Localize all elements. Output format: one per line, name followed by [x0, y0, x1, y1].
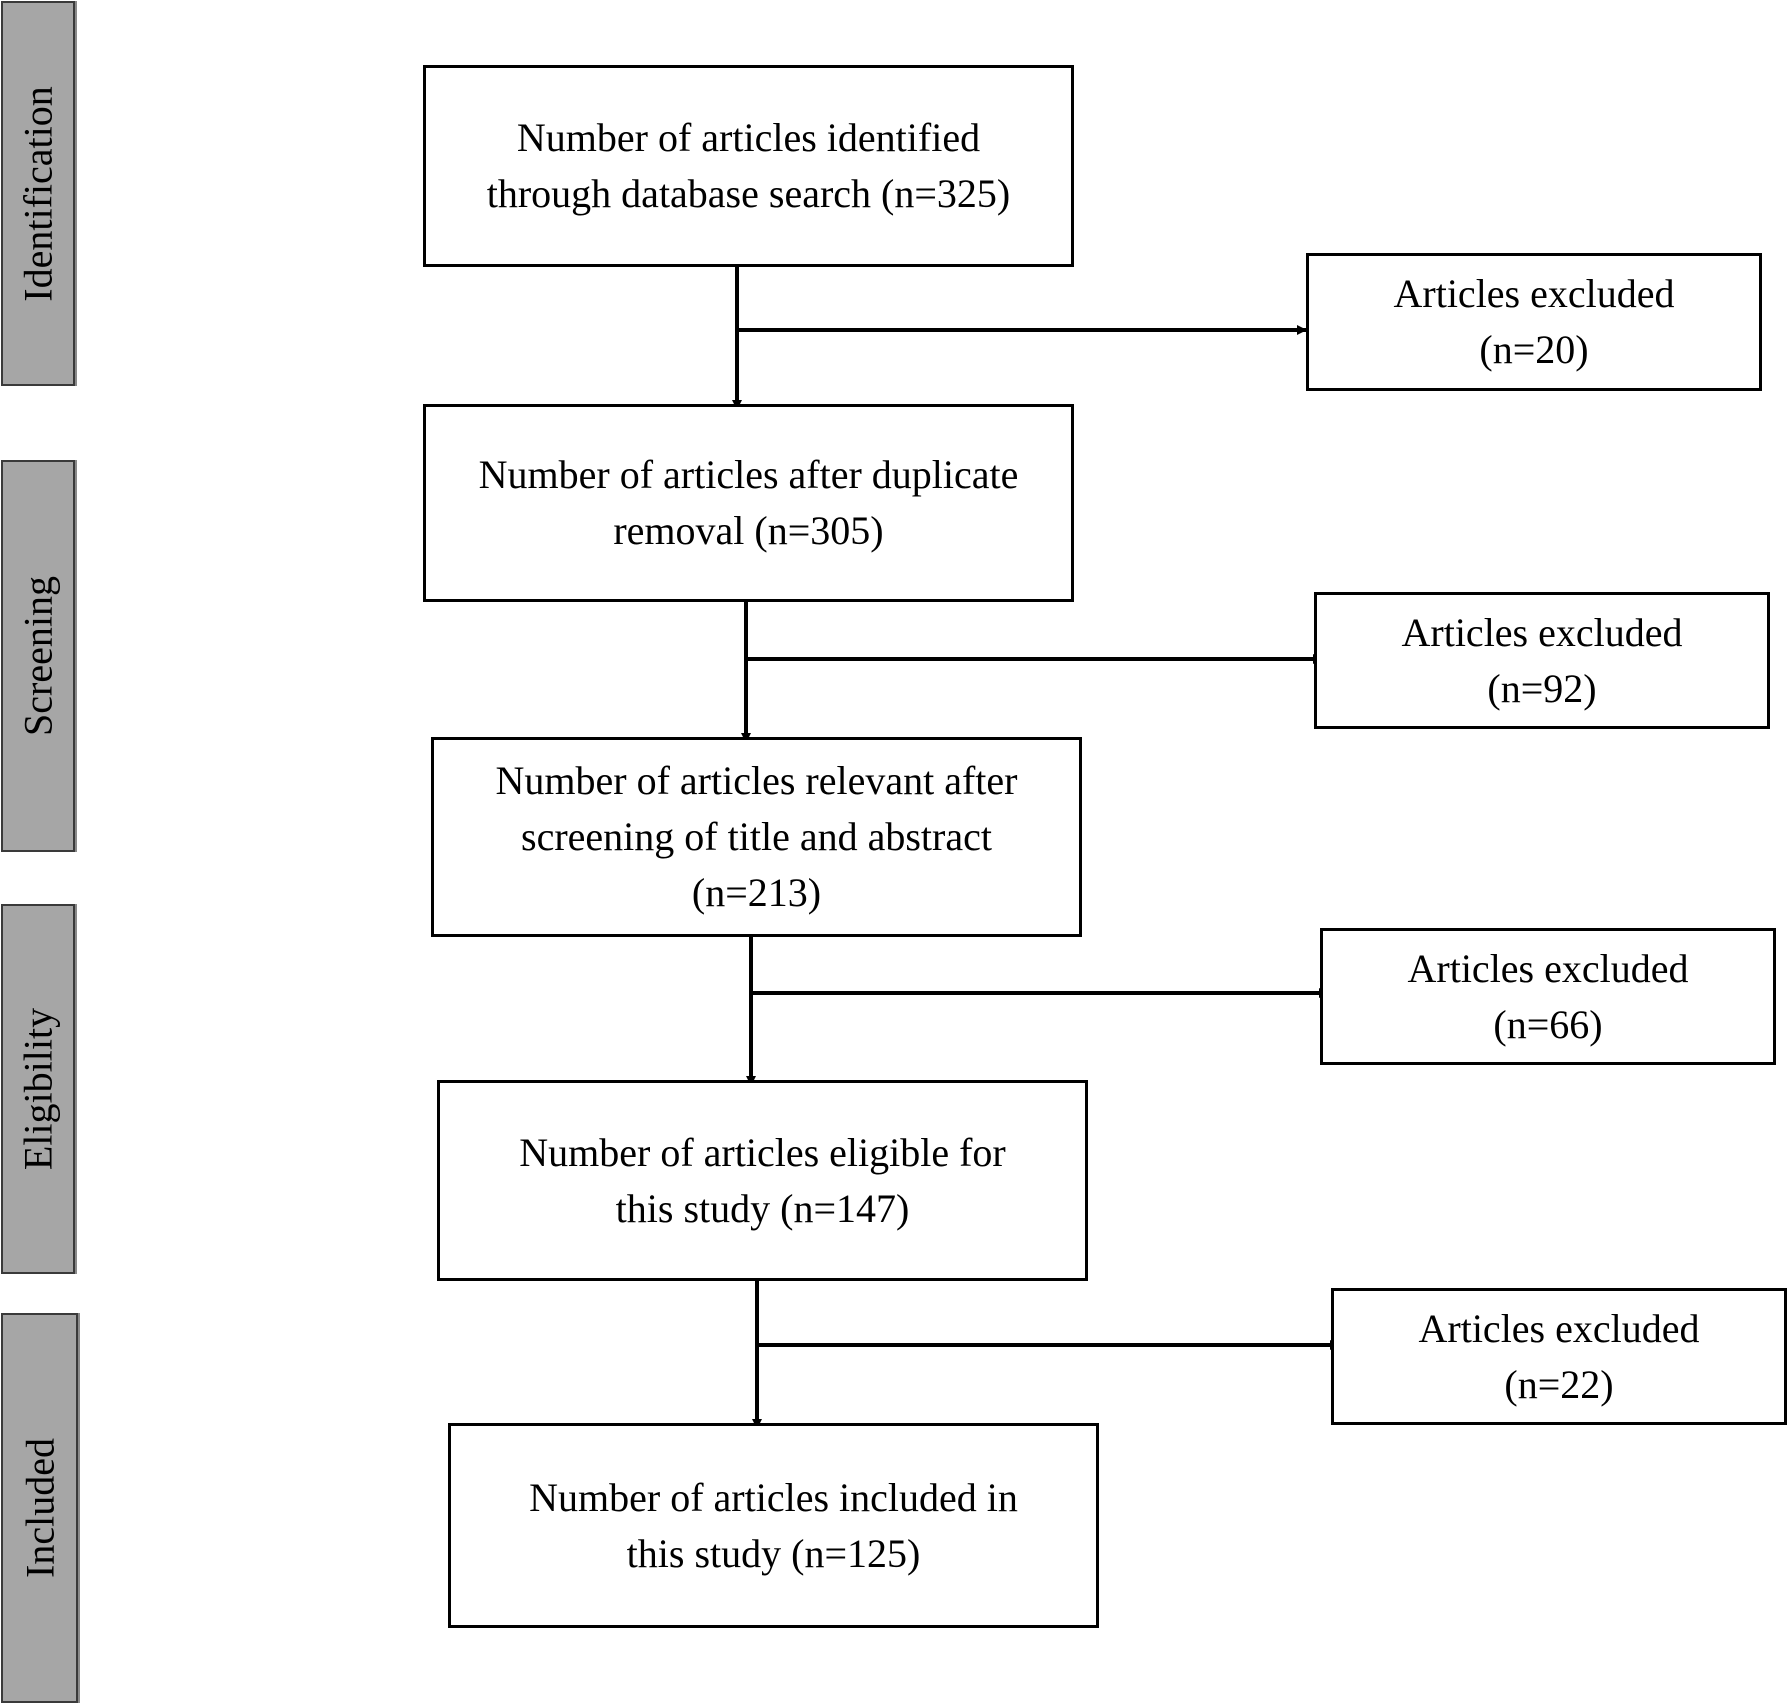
box-after-duplicates: Number of articles after duplicate remov… [423, 404, 1074, 602]
stage-eligibility: Eligibility [1, 904, 75, 1274]
box-text: Articles excluded (n=92) [1401, 609, 1683, 711]
box-eligible: Number of articles eligible for this stu… [437, 1080, 1088, 1281]
box-text: Number of articles relevant after screen… [495, 758, 1018, 915]
stage-label: Eligibility [15, 1007, 61, 1171]
stage-included: Included [1, 1313, 78, 1703]
box-text: Number of articles identified through da… [486, 115, 1011, 216]
stage-label: Identification [15, 85, 61, 302]
box-text: Number of articles eligible for this stu… [519, 1129, 1006, 1231]
stage-label: Included [17, 1438, 62, 1578]
box-text: Articles excluded (n=20) [1393, 271, 1675, 372]
stage-screening: Screening [1, 460, 75, 852]
box-text: Articles excluded (n=66) [1407, 945, 1689, 1047]
box-excluded-1: Articles excluded (n=20) [1306, 253, 1762, 391]
box-identified: Number of articles identified through da… [423, 65, 1074, 267]
stage-identification: Identification [1, 1, 75, 386]
box-excluded-4: Articles excluded (n=22) [1331, 1288, 1787, 1425]
box-excluded-2: Articles excluded (n=92) [1314, 592, 1770, 729]
box-text: Number of articles after duplicate remov… [478, 452, 1019, 553]
box-text: Articles excluded (n=22) [1418, 1305, 1700, 1407]
stage-label: Screening [15, 576, 61, 736]
box-excluded-3: Articles excluded (n=66) [1320, 928, 1776, 1065]
box-included: Number of articles included in this stud… [448, 1423, 1099, 1628]
box-text: Number of articles included in this stud… [529, 1474, 1018, 1576]
box-relevant: Number of articles relevant after screen… [431, 737, 1082, 937]
